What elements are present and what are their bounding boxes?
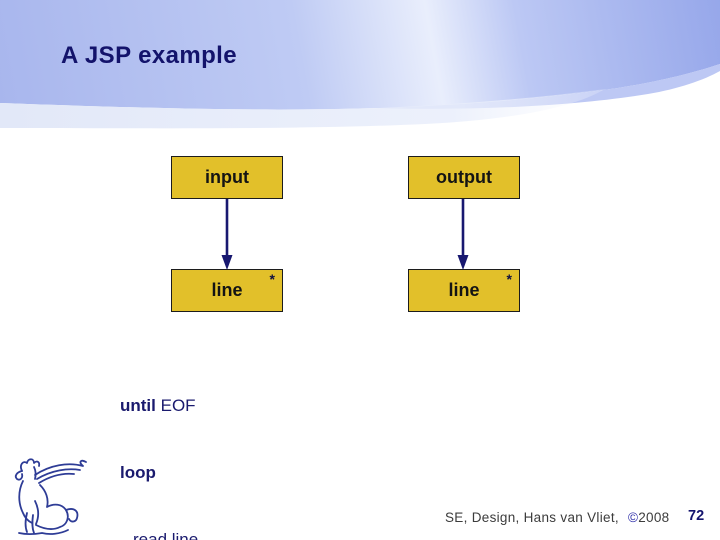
multiplicity-star-right: * xyxy=(506,271,512,287)
footer-credit: SE, Design, Hans van Vliet, ©2008 xyxy=(445,510,669,525)
diagram-box-output-label: output xyxy=(436,167,492,187)
code-keyword-until: until xyxy=(120,395,156,415)
page-number: 72 xyxy=(688,508,705,524)
pseudocode-block: until EOF loop read line process line wr… xyxy=(120,350,228,540)
multiplicity-star-left: * xyxy=(269,271,275,287)
header-band-graphic xyxy=(0,0,720,129)
diagram-box-line-right: line * xyxy=(408,269,520,312)
footer-credit-text: SE, Design, Hans van Vliet, xyxy=(445,510,623,525)
code-line-until: until EOF xyxy=(120,395,228,417)
copyright-icon: © xyxy=(627,510,639,525)
diagram-box-input: input xyxy=(171,156,283,199)
diagram-box-line-left-label: line xyxy=(211,280,243,300)
footer-year: 2008 xyxy=(638,510,670,525)
diagram-box-line-right-label: line xyxy=(448,280,480,300)
vu-griffin-logo xyxy=(14,458,87,536)
slide-title: A JSP example xyxy=(61,42,237,69)
diagram-box-input-label: input xyxy=(205,167,249,187)
diagram-box-output: output xyxy=(408,156,520,199)
code-line-loop: loop xyxy=(120,463,156,483)
code-until-arg: EOF xyxy=(155,395,196,415)
arrow-input-to-line xyxy=(221,199,233,270)
arrow-output-to-line xyxy=(457,199,469,270)
code-line-read: read line xyxy=(133,530,199,540)
diagram-box-line-left: line * xyxy=(171,269,283,312)
